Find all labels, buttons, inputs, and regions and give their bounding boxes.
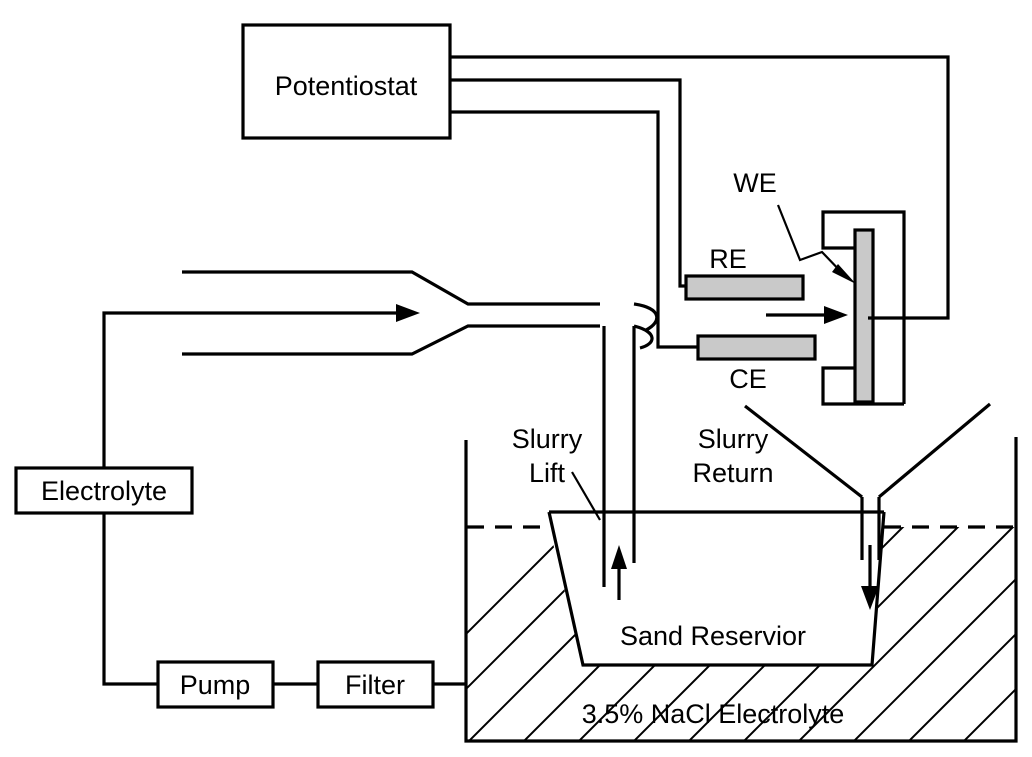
ce-electrode-bar — [696, 334, 817, 361]
tank-outline — [464, 437, 1018, 743]
jet-exit-arrow-head — [824, 306, 848, 324]
wire-we — [450, 55, 950, 320]
holder-upper-bracket — [821, 210, 906, 404]
we-leader-arrowhead — [832, 264, 856, 284]
pipe-electrolyte-to-nozzle — [102, 311, 108, 468]
electrode-bars — [684, 274, 817, 361]
electrolyte-solution-label: 3.5% NaCl Electrolyte — [582, 699, 845, 729]
re-electrode-bar — [684, 274, 805, 301]
nozzle-lower-wall — [182, 324, 600, 356]
holder-lower-bracket — [821, 366, 904, 406]
nozzle-coupling-lower — [633, 324, 654, 350]
we-specimen-bar — [853, 228, 875, 404]
slurry-lift-leader — [571, 471, 601, 521]
sand-reservoir-label: Sand Reservior — [620, 621, 806, 651]
pipe-pump-to-electrolyte — [102, 468, 158, 686]
re-label: RE — [709, 244, 747, 274]
slurry-lift-label-line2: Lift — [529, 458, 566, 488]
we-leader-line — [776, 204, 856, 284]
potentiostat-box: Potentiostat — [241, 23, 452, 140]
slurry-lift-pipe — [602, 326, 636, 600]
slurry-lift-label-line1: Slurry — [512, 424, 583, 454]
ce-label: CE — [729, 364, 767, 394]
wire-re — [450, 78, 688, 288]
electrolyte-label: Electrolyte — [41, 476, 167, 506]
slurry-label-leaders — [571, 471, 601, 521]
nozzle-upper-wall — [182, 270, 600, 306]
funnel-right-wall — [877, 402, 992, 499]
pump-label: Pump — [180, 670, 251, 700]
return-arrow-head — [861, 586, 879, 610]
electrolyte-box: Electrolyte — [14, 466, 194, 515]
tank-vessel — [464, 437, 1018, 743]
inlet-flow-arrow-head — [396, 304, 420, 322]
filter-label: Filter — [345, 670, 405, 700]
wire-ce — [450, 110, 700, 349]
we-leader-path — [776, 204, 846, 277]
we-label: WE — [733, 168, 777, 198]
filter-rect — [316, 660, 435, 709]
filter-box: Filter — [316, 660, 435, 709]
pump-rect — [156, 660, 275, 709]
electrolyte-rect — [14, 466, 194, 515]
potentiostat-wires — [450, 55, 950, 349]
electrolyte-piping — [102, 311, 466, 686]
potentiostat-label: Potentiostat — [275, 71, 418, 101]
pump-box: Pump — [156, 660, 275, 709]
slurry-return-funnel — [744, 402, 992, 610]
potentiostat-rect — [241, 23, 452, 140]
slurry-return-label-line1: Slurry — [698, 424, 769, 454]
slurry-lift-arrow-head — [611, 545, 627, 569]
we-specimen-holder — [821, 210, 906, 406]
funnel-left-wall — [744, 404, 863, 499]
slurry-return-label-line2: Return — [692, 458, 773, 488]
